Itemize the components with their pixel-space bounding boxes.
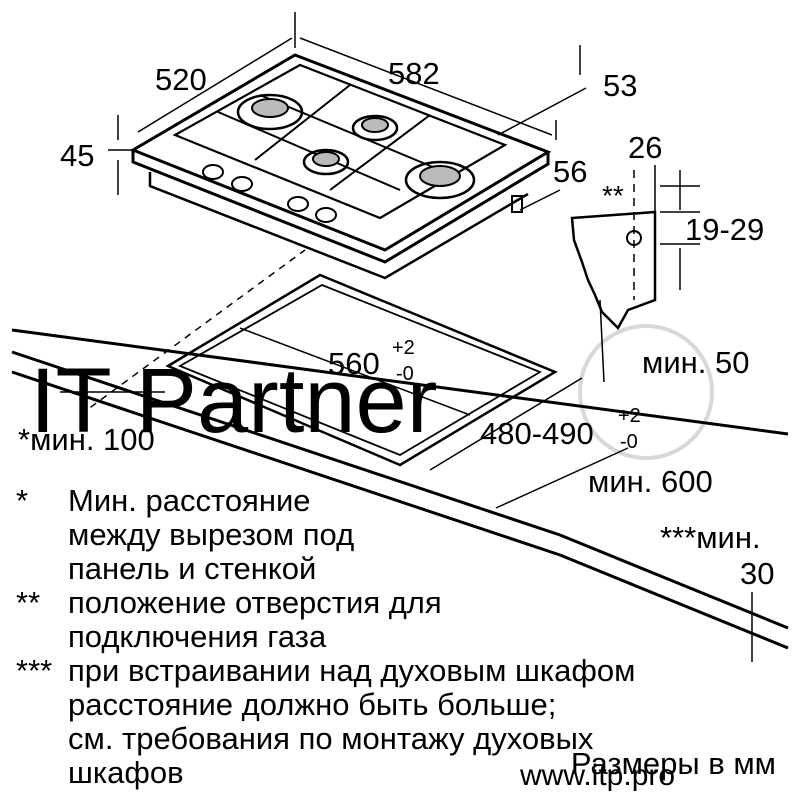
dim-cutout-depth-tol-plus: +2: [618, 405, 641, 427]
dim-detail-range: 19-29: [685, 212, 764, 247]
watermark-site: www.itp.pro: [519, 759, 675, 792]
worktop-drawing: [11, 249, 789, 650]
dim-min-100: *мин. 100: [18, 422, 155, 457]
dim-min-600: мин. 600: [588, 464, 713, 499]
footnote-1: * Мин. расстояние между вырезом под пане…: [12, 484, 712, 586]
footnote-3-line-2: расстояние должно быть больше;: [68, 687, 557, 722]
dim-cutout-width-tol-minus: -0: [396, 363, 414, 385]
hob-dimension-lines: [108, 12, 587, 211]
footnote-2: ** положение отверстия для подключения г…: [12, 586, 712, 654]
watermark-logo: [578, 324, 714, 460]
dim-detail-26: 26: [628, 130, 662, 165]
dim-min-30-value: 30: [740, 556, 774, 591]
footnote-3-mark: ***: [16, 653, 53, 688]
footnote-1-line-1: Мин. расстояние: [68, 483, 311, 518]
dim-min-50: мин. 50: [642, 345, 749, 380]
dim-width-520: 520: [155, 62, 207, 97]
footnote-1-line-2: между вырезом под: [68, 517, 355, 552]
footnote-2-line-2: подключения газа: [68, 619, 327, 654]
dim-cutout-width: 560: [328, 346, 380, 381]
footnote-2-line-1: положение отверстия для: [68, 585, 442, 620]
dim-offset-56: 56: [553, 154, 587, 189]
hob-drawing: [129, 53, 552, 280]
footnote-3-line-1: при встраивании над духовым шкафом: [68, 653, 636, 688]
dim-cutout-depth-tol-minus: -0: [620, 431, 638, 453]
units-label: Размеры в мм: [570, 746, 776, 781]
gas-position-mark: **: [602, 180, 624, 211]
gas-connection-detail: [570, 165, 700, 331]
dim-height-45: 45: [60, 138, 94, 173]
footnote-3-line-3: см. требования по монтажу духовых: [68, 721, 594, 756]
dim-cutout-depth: 480-490: [480, 416, 594, 451]
footnote-3-line-4: шкафов: [68, 755, 184, 790]
dim-cutout-width-tol-plus: +2: [392, 337, 415, 359]
footnote-2-mark: **: [16, 585, 41, 620]
footnote-3: *** при встраивании над духовым шкафом р…: [12, 654, 712, 790]
dim-length-582: 582: [388, 56, 440, 91]
footnote-1-mark: *: [16, 483, 29, 518]
footnotes: * Мин. расстояние между вырезом под пане…: [12, 484, 712, 790]
footnote-1-line-3: панель и стенкой: [68, 551, 317, 586]
dim-depth-53: 53: [603, 68, 637, 103]
worktop-dimension-lines: [60, 299, 753, 662]
dim-min-30-label: ***мин.: [660, 520, 761, 555]
